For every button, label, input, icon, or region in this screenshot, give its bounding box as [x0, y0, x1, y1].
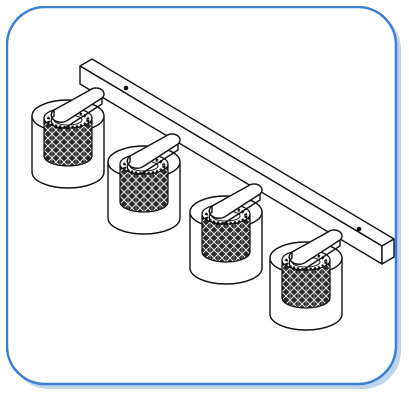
product-illustration-card	[6, 6, 403, 391]
mount-screw-icon	[356, 226, 362, 232]
backplate-icon	[79, 58, 395, 265]
mount-screw-icon	[123, 85, 129, 91]
fixture-illustration	[6, 6, 401, 389]
card-frame	[6, 6, 398, 386]
